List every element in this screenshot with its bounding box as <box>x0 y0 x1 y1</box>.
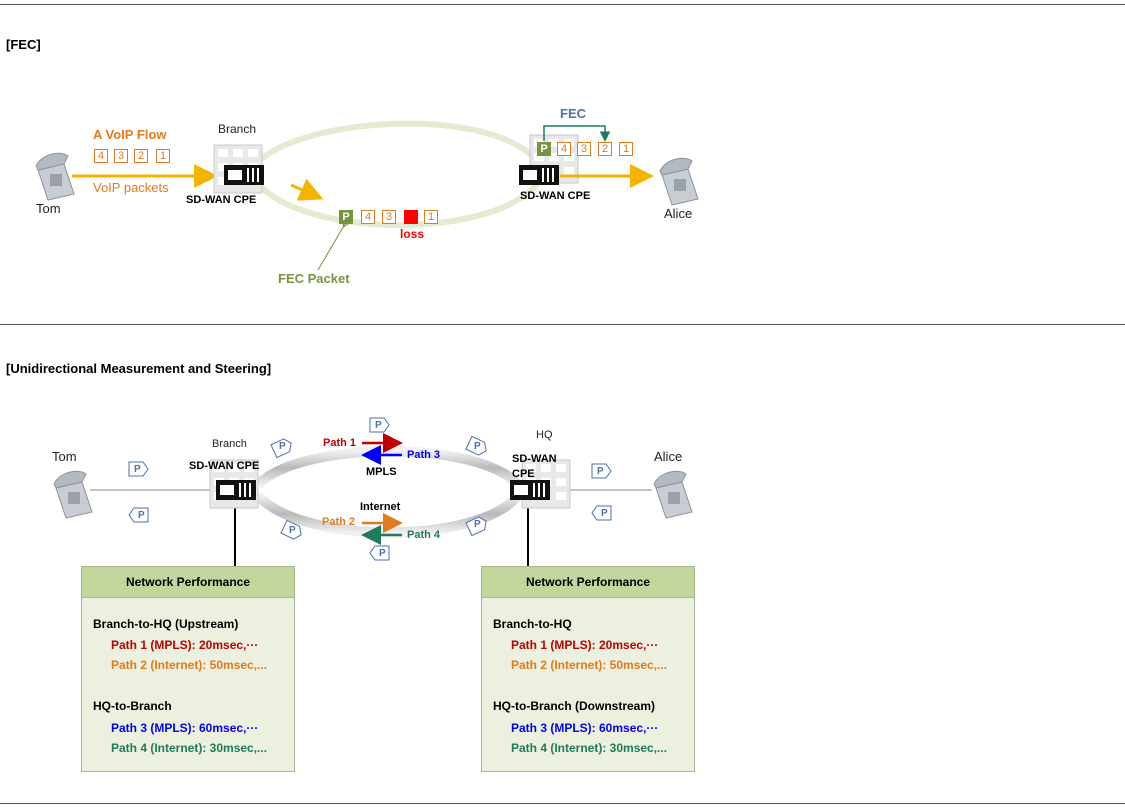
mid-packet-4: 4 <box>361 210 375 224</box>
fec-hq-cpe-label: SD-WAN CPE <box>520 190 591 202</box>
hq-up-path1: Path 1 (MPLS): 20msec,··· <box>511 638 659 652</box>
flow-packet-3: 3 <box>114 149 128 163</box>
branch-performance-header: Network Performance <box>82 567 294 598</box>
probe-letter: P <box>134 464 141 475</box>
steer-section-title: [Unidirectional Measurement and Steering… <box>6 361 272 376</box>
hq-performance-box: Network Performance Branch-to-HQ Path 1 … <box>481 566 695 772</box>
mid-packet-3: 3 <box>382 210 396 224</box>
path4-label: Path 4 <box>407 529 441 541</box>
mpls-label: MPLS <box>366 466 397 478</box>
middle-divider <box>0 324 1125 325</box>
fec-branch-label: Branch <box>218 122 257 136</box>
fec-packet-label: FEC Packet <box>278 271 350 286</box>
steer-branch-label: Branch <box>212 438 247 450</box>
hq-up-path2: Path 2 (Internet): 50msec,... <box>511 658 668 672</box>
received-packet-2: 2 <box>598 142 612 156</box>
probe-letter: P <box>289 525 296 536</box>
loss-label: loss <box>400 227 425 241</box>
fec-label: FEC <box>560 106 586 121</box>
fec-tom-label: Tom <box>36 201 61 216</box>
voip-flow-label: A VoIP Flow <box>93 127 167 142</box>
alice-phone-icon <box>659 157 699 206</box>
probe-letter: P <box>279 441 286 452</box>
fec-section-title: [FEC] <box>6 37 41 52</box>
mid-fec-packet: P <box>339 210 353 224</box>
hq-down-path4: Path 4 (Internet): 30msec,... <box>511 741 668 755</box>
branch-up-title: Branch-to-HQ (Upstream) <box>93 617 239 631</box>
steer-tom-label: Tom <box>52 449 77 464</box>
bottom-divider <box>0 803 1125 804</box>
branch-down-path4: Path 4 (Internet): 30msec,... <box>111 741 268 755</box>
hq-down-path3: Path 3 (MPLS): 60msec,··· <box>511 721 659 735</box>
steer-hq-label: HQ <box>536 429 553 441</box>
voip-packets-label: VoIP packets <box>93 180 169 195</box>
flow-packet-1: 1 <box>156 149 170 163</box>
steer-branch-cpe-icon <box>215 479 257 501</box>
hq-down-title: HQ-to-Branch (Downstream) <box>493 699 656 713</box>
branch-down-title: HQ-to-Branch <box>93 699 172 713</box>
hq-performance-header: Network Performance <box>482 567 694 598</box>
received-packet-3: 3 <box>577 142 591 156</box>
probe-letter: P <box>379 548 386 559</box>
steer-hq-cpe-icon <box>509 479 551 501</box>
received-fec-packet: P <box>537 142 551 156</box>
branch-cpe-icon <box>223 164 265 186</box>
internet-label: Internet <box>360 501 401 513</box>
probe-letter: P <box>474 441 481 452</box>
fec-branch-cpe-label: SD-WAN CPE <box>186 194 257 206</box>
steer-hq-cpe-line2: CPE <box>512 468 535 480</box>
hq-cpe-icon <box>518 164 560 186</box>
probe-letter: P <box>597 466 604 477</box>
steer-alice-phone-icon <box>653 470 693 519</box>
received-packet-4: 4 <box>557 142 571 156</box>
mid-packet-1: 1 <box>424 210 438 224</box>
flow-packet-4: 4 <box>94 149 108 163</box>
probe-letter: P <box>138 510 145 521</box>
probe-letter: P <box>601 508 608 519</box>
steer-branch-cpe-label: SD-WAN CPE <box>189 460 260 472</box>
path3-label: Path 3 <box>407 449 441 461</box>
branch-up-path1: Path 1 (MPLS): 20msec,··· <box>111 638 259 652</box>
path2-label: Path 2 <box>322 516 356 528</box>
steer-tom-phone-icon <box>53 470 93 519</box>
branch-down-path3: Path 3 (MPLS): 60msec,··· <box>111 721 259 735</box>
fec-alice-label: Alice <box>664 206 693 221</box>
probe-letter: P <box>474 519 481 530</box>
branch-up-path2: Path 2 (Internet): 50msec,... <box>111 658 268 672</box>
lost-packet <box>404 210 418 224</box>
path1-label: Path 1 <box>323 437 357 449</box>
tom-phone-icon <box>35 152 75 201</box>
steer-hq-cpe-line1: SD-WAN <box>512 453 557 465</box>
probe-letter: P <box>375 420 382 431</box>
branch-performance-box: Network Performance Branch-to-HQ (Upstre… <box>81 566 295 772</box>
received-packet-1: 1 <box>619 142 633 156</box>
hq-up-title: Branch-to-HQ <box>493 617 572 631</box>
steer-alice-label: Alice <box>654 449 683 464</box>
flow-packet-2: 2 <box>134 149 148 163</box>
top-divider <box>0 4 1125 5</box>
